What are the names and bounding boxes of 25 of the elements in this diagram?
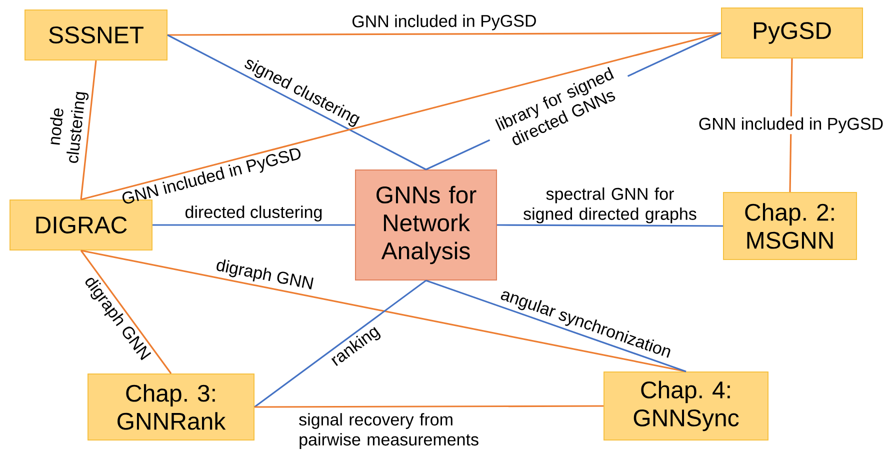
method-box: PyGSD [721, 8, 863, 58]
edge-label: spectral GNN for signed directed graphs [524, 187, 696, 224]
connector [426, 280, 686, 372]
edge-label: directed clustering [186, 206, 322, 222]
method-box: SSSNET [24, 10, 168, 60]
connector [152, 224, 355, 226]
connector [80, 32, 722, 200]
connector [254, 405, 604, 408]
connector [254, 280, 426, 408]
edge-label: GNN included in PyGSD [697, 116, 884, 134]
edge-label: GNN included in PyGSD [352, 14, 536, 30]
connector [80, 250, 172, 374]
connector [80, 60, 97, 200]
edge-label: digraph GNN [216, 259, 314, 290]
edge-label: signal recovery from pairwise measurements [299, 413, 478, 449]
connector [167, 34, 426, 170]
edge-label: node clustering [50, 92, 89, 163]
method-box: Chap. 2: MSGNN [723, 192, 857, 260]
connector [497, 224, 723, 227]
connector [168, 32, 721, 36]
connector [80, 250, 686, 372]
connector [789, 58, 793, 192]
method-box: Chap. 3: GNNRank [88, 374, 254, 440]
topic-box: GNNs for Network Analysis [355, 170, 497, 280]
method-box: Chap. 4: GNNSync [604, 372, 768, 440]
